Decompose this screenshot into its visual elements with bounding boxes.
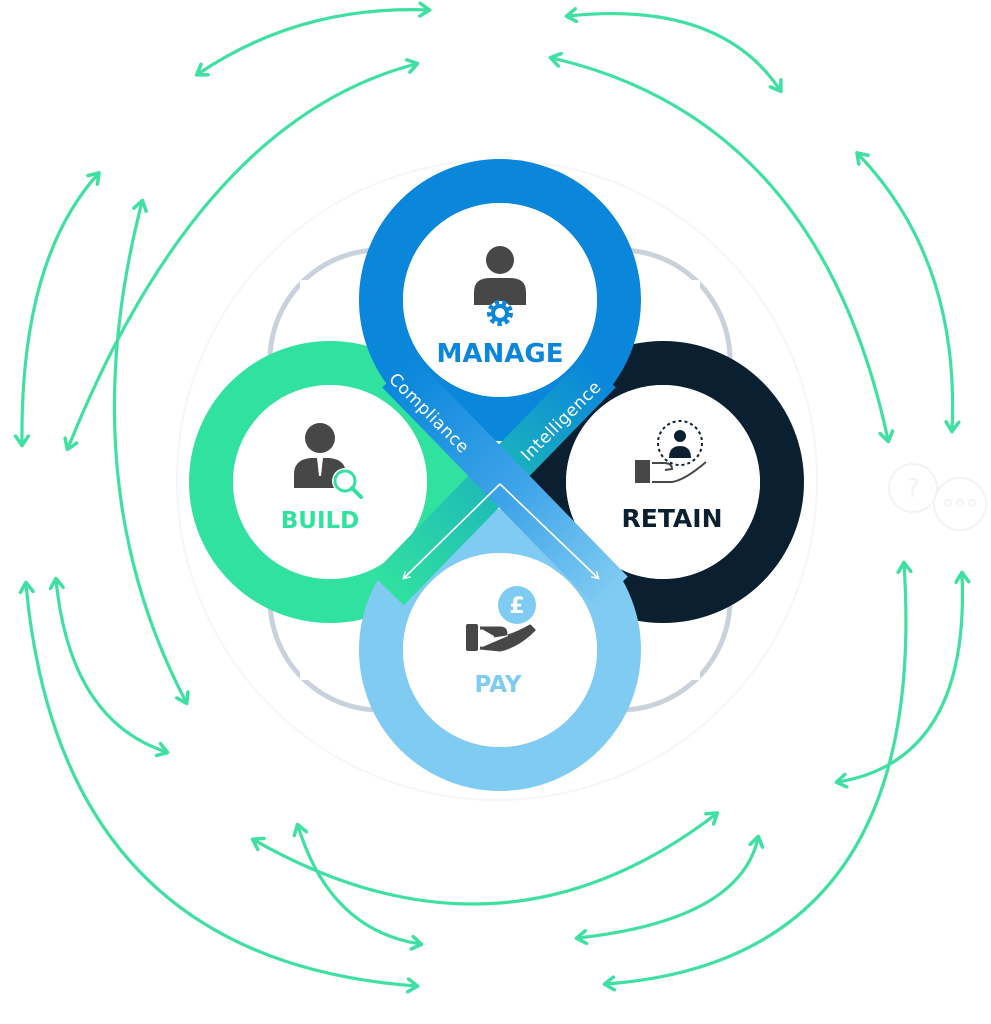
flow-arrow xyxy=(858,154,953,430)
flow-arrow xyxy=(578,838,758,938)
hand-pound-icon: £ xyxy=(466,586,536,652)
flow-arrow xyxy=(254,814,716,906)
stage-label-build: BUILD xyxy=(281,508,360,534)
flow-arrow xyxy=(26,584,416,986)
svg-text:£: £ xyxy=(509,594,524,619)
person-gear-icon xyxy=(474,246,526,326)
compliance-band xyxy=(382,356,628,608)
flow-arrow xyxy=(298,826,420,944)
flow-arrows xyxy=(22,10,963,986)
band-arrow-left xyxy=(402,483,501,580)
flow-arrow xyxy=(568,14,780,90)
svg-text:?: ? xyxy=(906,474,920,504)
band-arrow-right xyxy=(499,483,600,580)
flow-arrow xyxy=(112,202,186,702)
flow-arrow xyxy=(56,580,166,752)
chat-question-icon: ? xyxy=(888,463,987,531)
stage-label-retain: RETAIN xyxy=(621,504,722,533)
flow-arrow xyxy=(22,174,98,444)
stage-label-manage: MANAGE xyxy=(437,339,564,369)
flow-arrow xyxy=(68,64,416,448)
flow-arrow xyxy=(198,10,428,74)
stage-label-pay: PAY xyxy=(475,672,522,698)
flow-arrow xyxy=(838,574,962,782)
